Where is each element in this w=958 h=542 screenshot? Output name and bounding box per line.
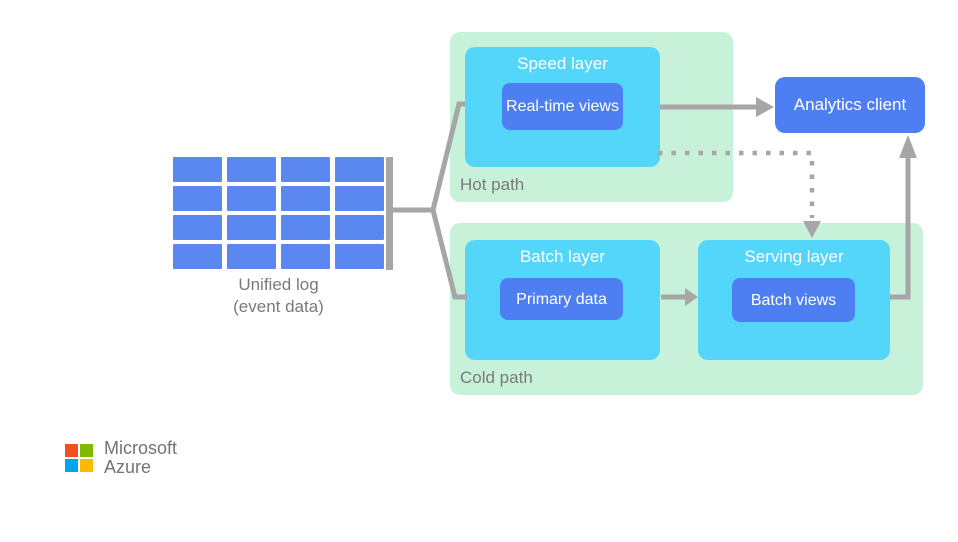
- unified-log-grid: [173, 157, 384, 269]
- ms-square-green: [80, 444, 93, 457]
- brand-line-azure: Azure: [104, 457, 152, 477]
- unified-log-label-line1: Unified log: [238, 275, 319, 294]
- unified-log-label: Unified log (event data): [163, 274, 394, 318]
- log-cell: [173, 215, 222, 240]
- log-cell: [281, 215, 330, 240]
- serving-layer-box: Serving layer Batch views: [698, 240, 890, 360]
- log-cell: [335, 244, 384, 269]
- log-cell: [173, 157, 222, 182]
- microsoft-azure-logo: Microsoft Azure: [65, 439, 177, 477]
- speed-layer-title: Speed layer: [517, 54, 608, 73]
- primary-data-box: Primary data: [500, 278, 623, 320]
- log-cell: [227, 186, 276, 211]
- batch-views-box: Batch views: [732, 278, 855, 322]
- unified-log-bar: [386, 157, 393, 270]
- hot-path-container: Speed layer Real-time views Hot path: [450, 32, 733, 202]
- cold-path-label: Cold path: [460, 368, 533, 387]
- microsoft-azure-wordmark: Microsoft Azure: [104, 439, 177, 477]
- log-cell: [335, 186, 384, 211]
- log-cell: [227, 215, 276, 240]
- serving-layer-title: Serving layer: [744, 247, 844, 266]
- real-time-views-box: Real-time views: [502, 83, 623, 130]
- log-cell: [173, 186, 222, 211]
- log-cell: [335, 157, 384, 182]
- ms-square-yellow: [80, 459, 93, 472]
- log-cell: [227, 244, 276, 269]
- log-cell: [335, 215, 384, 240]
- microsoft-logo-icon: [65, 444, 93, 472]
- ms-square-red: [65, 444, 78, 457]
- hot-path-label: Hot path: [460, 175, 525, 194]
- log-cell: [281, 157, 330, 182]
- batch-layer-box: Batch layer Primary data: [465, 240, 660, 360]
- log-cell: [173, 244, 222, 269]
- log-cell: [281, 244, 330, 269]
- brand-line-microsoft: Microsoft: [104, 438, 178, 458]
- speed-layer-box: Speed layer Real-time views: [465, 47, 660, 167]
- unified-log-label-line2: (event data): [233, 297, 324, 316]
- batch-layer-title: Batch layer: [519, 247, 606, 266]
- cold-path-container: Batch layer Primary data Serving layer B…: [450, 223, 923, 395]
- analytics-client-box: Analytics client: [775, 77, 925, 133]
- log-cell: [227, 157, 276, 182]
- log-cell: [281, 186, 330, 211]
- ms-square-blue: [65, 459, 78, 472]
